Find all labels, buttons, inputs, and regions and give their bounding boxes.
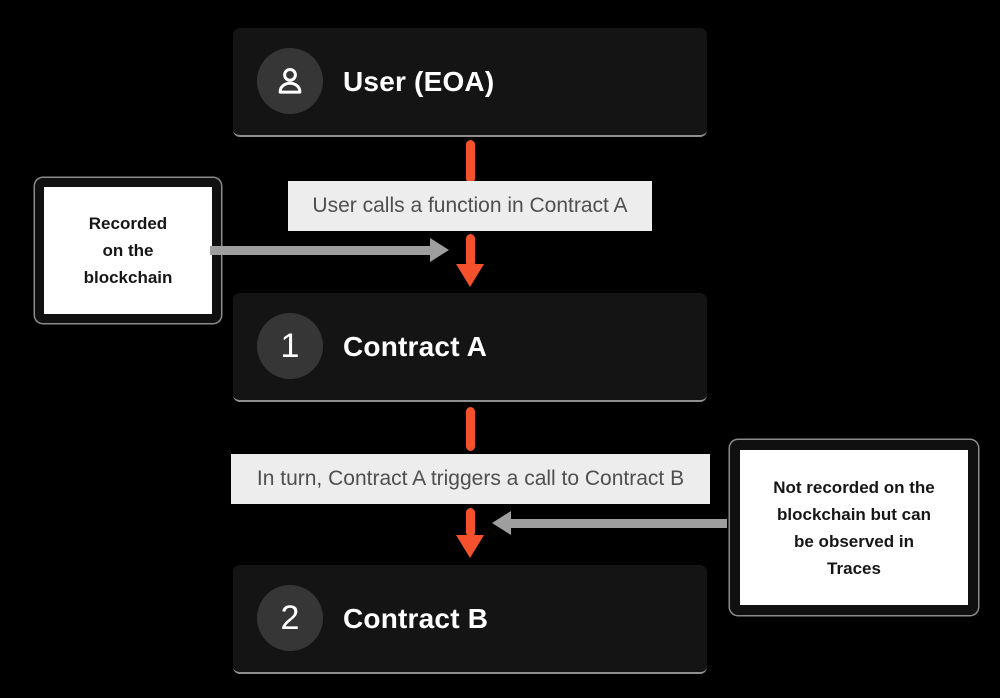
note-observed-in-traces: Not recorded on the blockchain but can b… (730, 440, 978, 615)
note-line: Not recorded on the (773, 477, 935, 497)
node-contract-b: 2 Contract B (233, 565, 707, 674)
arrow-user-to-a-head (456, 264, 484, 287)
gray-arrow-left-head (430, 238, 449, 262)
gray-arrow-left-shaft (210, 246, 430, 255)
note-line: Traces (827, 558, 881, 578)
note-line: on the (102, 241, 154, 260)
note-line: be observed in (794, 531, 914, 551)
arrow-a-to-b-shaft-bottom (466, 508, 475, 537)
node-contract-b-label: Contract B (343, 602, 489, 634)
arrow-a-to-b-head (456, 535, 484, 558)
node-user-eoa: User (EOA) (233, 28, 707, 137)
note-line: blockchain (83, 268, 173, 287)
node-contract-a-label: Contract A (343, 330, 488, 362)
note-line: Recorded (88, 214, 168, 233)
flow-label-call1: User calls a function in Contract A (288, 181, 652, 231)
flow-label-call2: In turn, Contract A triggers a call to C… (231, 454, 710, 504)
note-line: blockchain but can (777, 504, 931, 524)
user-avatar (257, 48, 323, 114)
node-contract-a: 1 Contract A (233, 293, 707, 402)
contract-a-number-badge: 1 (257, 313, 323, 379)
node-user-label: User (EOA) (343, 65, 495, 97)
contract-b-number-badge: 2 (257, 585, 323, 651)
arrow-user-to-a-shaft-top (466, 140, 475, 183)
user-icon (278, 67, 302, 94)
contract-a-number: 1 (280, 327, 300, 365)
arrow-a-to-b-shaft-top (466, 407, 475, 451)
gray-arrow-right-head (492, 511, 511, 535)
gray-arrow-right-shaft (511, 519, 727, 528)
note-recorded-on-chain: Recorded on the blockchain (35, 178, 221, 323)
arrow-user-to-a-shaft-bottom (466, 234, 475, 267)
contract-b-number: 2 (280, 599, 300, 637)
